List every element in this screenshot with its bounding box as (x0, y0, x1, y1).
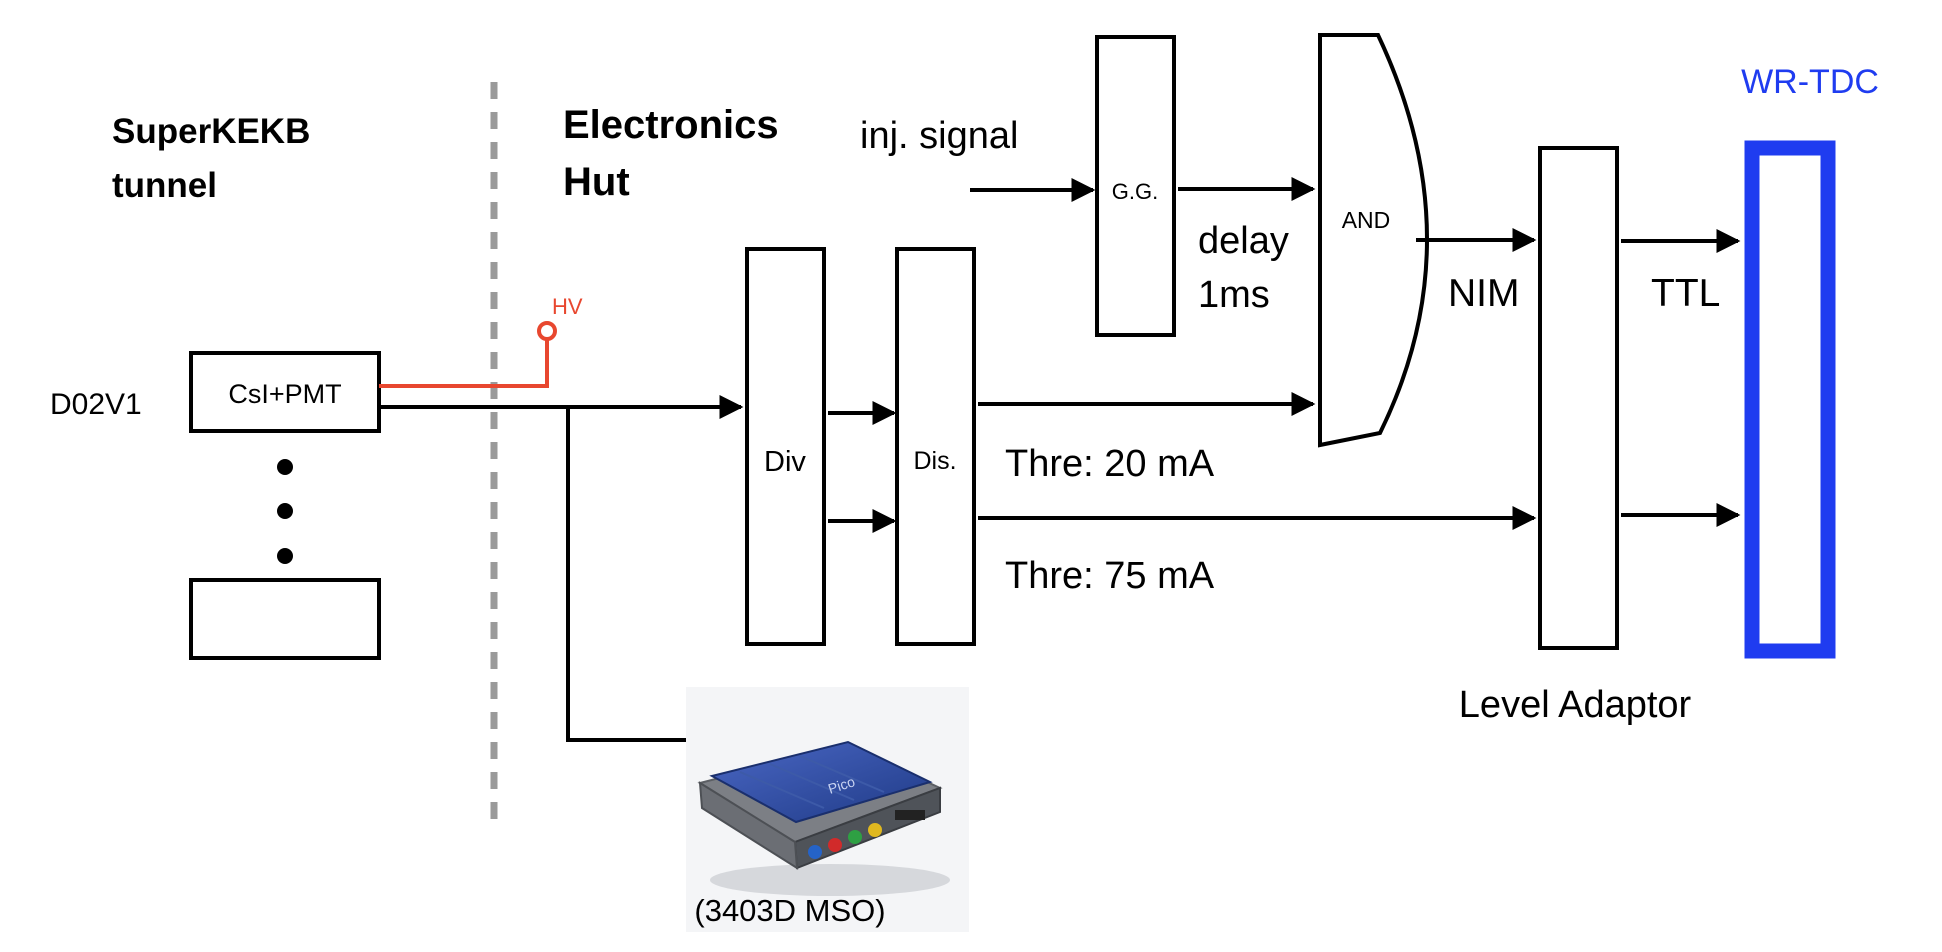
threshold-20ma-label: Thre: 20 mA (1005, 443, 1215, 485)
wr-tdc-label: WR-TDC (1741, 63, 1879, 101)
and-gate (1318, 33, 1429, 448)
hv-line (379, 338, 549, 388)
delay-label-line1: delay (1198, 220, 1289, 262)
wr-tdc-block (1744, 140, 1836, 659)
hv-label: HV (552, 294, 583, 319)
tunnel-label-line2: tunnel (112, 166, 217, 205)
ttl-label: TTL (1651, 272, 1720, 315)
oscilloscope-picture: Pico (686, 687, 969, 932)
and-label: AND (1342, 207, 1391, 233)
nim-label: NIM (1448, 272, 1520, 315)
oscilloscope-label: (3403D MSO) (694, 893, 885, 928)
detector-label: D02V1 (50, 388, 142, 421)
div-label: Div (764, 446, 806, 478)
scope-branch-line (566, 407, 686, 742)
channel-dot (277, 503, 293, 519)
hut-label-line2: Hut (563, 160, 630, 204)
gg-label: G.G. (1112, 179, 1158, 204)
csi-pmt-label: CsI+PMT (228, 379, 341, 409)
delay-label-line2: 1ms (1198, 274, 1270, 316)
level-adaptor-label: Level Adaptor (1459, 684, 1692, 726)
channel-dot (277, 459, 293, 475)
csi-pmt-block (189, 351, 381, 433)
tunnel-label-line1: SuperKEKB (112, 112, 310, 151)
div-block (745, 247, 826, 646)
level-adaptor-block (1538, 146, 1619, 650)
channel-dot (277, 548, 293, 564)
inj-signal-label: inj. signal (860, 115, 1018, 157)
hv-terminal (537, 321, 557, 341)
threshold-75ma-label: Thre: 75 mA (1005, 555, 1215, 597)
hut-label-line1: Electronics (563, 103, 779, 147)
gg-block (1095, 35, 1176, 337)
additional-channel-block (189, 578, 381, 660)
dis-label: Dis. (913, 447, 956, 475)
dis-block (895, 247, 976, 646)
